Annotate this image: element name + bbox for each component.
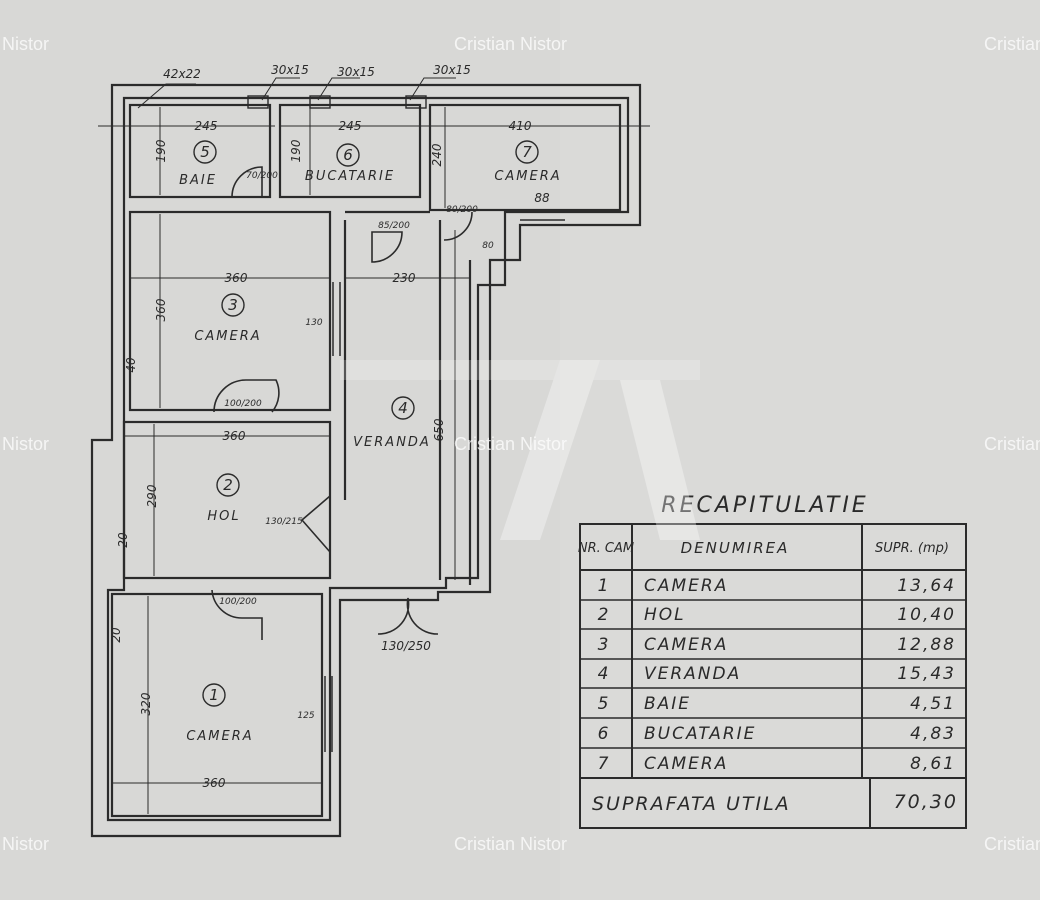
table-row-area: 15,43 (897, 664, 956, 684)
table-row-nr: 3 (598, 635, 611, 655)
table-row-name: VERANDA (644, 664, 741, 684)
dim-top-vent: 42x22 (163, 67, 201, 81)
table-row-name: HOL (644, 605, 686, 625)
room-5-label: BAIE (179, 173, 217, 188)
dim-hol-wall: 20 (116, 532, 130, 548)
room-3-label: CAMERA (194, 329, 261, 344)
recap-title: RECAPITULATIE (661, 493, 868, 518)
dim-duct-a: 30x15 (271, 63, 309, 77)
room-4-number: 4 (398, 399, 408, 417)
dim-baie-height: 190 (154, 139, 168, 162)
table-row-area: 10,40 (897, 605, 956, 625)
dim-cam1-wall: 20 (109, 627, 123, 643)
table-row-name: CAMERA (644, 635, 728, 655)
col-nr-header: NR. CAM (578, 541, 634, 556)
total-value: 70,30 (894, 791, 958, 813)
room-3-number: 3 (228, 296, 238, 314)
window-cam1: 125 (297, 711, 314, 721)
dim-duct-b: 30x15 (337, 65, 375, 79)
room-6-number: 6 (343, 146, 353, 164)
room-7-number: 7 (522, 143, 532, 161)
room-2-outline (122, 420, 332, 580)
room-2-number: 2 (223, 476, 233, 494)
room-1-number: 1 (209, 686, 219, 704)
dim-hol-height: 290 (145, 484, 159, 507)
watermarks: Cristian Nistor Cristian Nistor Cristian… (0, 34, 1040, 854)
inner-wall (106, 96, 630, 822)
watermark-text: Cristian Nistor (0, 34, 49, 54)
room-number-circles (193, 140, 539, 707)
table-row-name: CAMERA (644, 754, 728, 774)
col-name-header: DENUMIREA (681, 539, 790, 557)
room-4-label: VERANDA (353, 435, 431, 450)
table-row-nr: 5 (598, 694, 611, 714)
table-row-name: BAIE (644, 694, 691, 714)
floor-plan (90, 83, 642, 838)
dim-cam7-height: 240 (430, 143, 444, 166)
watermark-text: Cristian Nistor (0, 834, 49, 854)
recap-table: RECAPITULATIE NR. CAM DENUMIREA SUPR. (m… (578, 493, 967, 829)
total-label: SUPRAFATA UTILA (592, 793, 791, 815)
dim-cam3-wall: 40 (124, 357, 138, 373)
dim-buc-width: 245 (339, 119, 362, 133)
door-cam7: 80/200 (446, 205, 478, 215)
windows (324, 211, 565, 752)
table-row-name: BUCATARIE (644, 724, 756, 744)
watermark-text: Cristian Nistor (454, 834, 567, 854)
table-row-area: 8,61 (910, 754, 956, 774)
table-row-nr: 6 (598, 724, 611, 744)
watermark-text: Cristian Nistor (984, 834, 1040, 854)
table-row-nr: 7 (598, 754, 611, 774)
watermark-text: Cristian Nistor (454, 34, 567, 54)
watermark-text: Cristian Nistor (0, 434, 49, 454)
watermark-logo (340, 360, 700, 540)
dim-veranda-width: 230 (393, 271, 416, 285)
door-hol: 100/200 (219, 597, 257, 607)
dim-cam7-window: 88 (534, 191, 550, 205)
table-row-area: 13,64 (897, 576, 956, 596)
dim-hol-width: 360 (223, 429, 246, 443)
dim-side: 80 (482, 241, 494, 251)
table-row-area: 12,88 (897, 635, 956, 655)
dim-duct-c: 30x15 (433, 63, 471, 77)
room-7-outline (428, 103, 622, 212)
table-row-area: 4,83 (910, 724, 956, 744)
room-6-label: BUCATARIE (305, 169, 395, 184)
table-row-name: CAMERA (644, 576, 728, 596)
watermark-text: Cristian Nistor (984, 34, 1040, 54)
room-5-number: 5 (200, 143, 210, 161)
dim-cam1-width: 360 (203, 776, 226, 790)
room-2-label: HOL (207, 509, 240, 524)
table-row-nr: 2 (598, 605, 611, 625)
room-5-outline (128, 103, 272, 199)
room-1-label: CAMERA (186, 729, 253, 744)
table-row-nr: 4 (598, 664, 611, 684)
dim-veranda-length: 650 (432, 418, 446, 441)
dim-cam3-height: 360 (154, 298, 168, 321)
dim-cam7-width: 410 (509, 119, 532, 133)
doors (211, 166, 473, 640)
room-6-outline (278, 103, 422, 199)
room-7-label: CAMERA (494, 169, 561, 184)
table-row-area: 4,51 (910, 694, 956, 714)
table-row-nr: 1 (598, 576, 611, 596)
door-buc: 85/200 (378, 221, 410, 231)
door-cam3: 100/200 (224, 399, 262, 409)
room-1-outline (110, 592, 324, 818)
window-cam3: 130 (305, 318, 322, 328)
door-exit: 130/250 (381, 639, 431, 653)
dim-cam3-width: 360 (225, 271, 248, 285)
dim-buc-height: 190 (289, 139, 303, 162)
door-veranda: 130/215 (265, 517, 303, 527)
room-3-outline (128, 210, 332, 412)
outer-wall (90, 83, 642, 838)
door-baie: 70/200 (246, 171, 278, 181)
dimension-lines (98, 77, 650, 814)
col-area-header: SUPR. (mp) (875, 541, 949, 556)
dim-cam1-height: 320 (139, 692, 153, 715)
dim-baie-width: 245 (195, 119, 218, 133)
watermark-text: Cristian Nistor (454, 434, 567, 454)
watermark-text: Cristian Nistor (984, 434, 1040, 454)
